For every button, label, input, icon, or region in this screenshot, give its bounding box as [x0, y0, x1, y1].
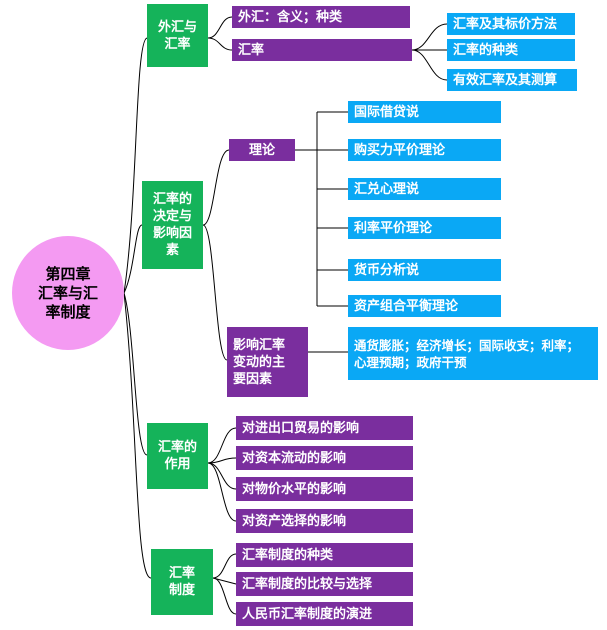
- node-rate-types: 汇率的种类: [447, 39, 575, 61]
- node-influencing-factors: 影响汇率 变动的主 要因素: [227, 327, 308, 397]
- node-rmb-regime-evolution: 人民币汇率制度的演进: [236, 602, 413, 626]
- node-regime-comparison: 汇率制度的比较与选择: [236, 572, 413, 596]
- node-forex-definition: 外汇：含义；种类: [232, 6, 410, 28]
- node-theory-psychological: 汇兑心理说: [348, 178, 501, 200]
- node-rate-quotation: 汇率及其标价方法: [447, 13, 575, 35]
- node-effect-price-level: 对物价水平的影响: [236, 477, 413, 501]
- branch-rate-effects: 汇率的 作用: [147, 423, 208, 489]
- node-effect-capital-flow: 对资本流动的影响: [236, 446, 413, 470]
- node-exchange-rate: 汇率: [232, 39, 412, 61]
- branch-rate-determination: 汇率的 决定与 影响因 素: [142, 181, 203, 269]
- node-factors-detail: 通货膨胀；经济增长；国际收支；利率； 心理预期；政府干预: [348, 327, 598, 380]
- node-effect-asset-choice: 对资产选择的影响: [236, 509, 413, 533]
- branch-rate-regime: 汇率 制度: [151, 549, 213, 615]
- node-effect-trade: 对进出口贸易的影响: [236, 416, 413, 440]
- branch-forex-and-rate: 外汇与 汇率: [147, 4, 208, 67]
- node-regime-types: 汇率制度的种类: [236, 543, 413, 567]
- node-theory: 理论: [229, 139, 295, 161]
- node-theory-ppp: 购买力平价理论: [348, 139, 501, 161]
- node-theory-international-lending: 国际借贷说: [348, 101, 501, 123]
- node-effective-rate: 有效汇率及其测算: [447, 69, 577, 91]
- node-theory-monetary: 货币分析说: [348, 259, 501, 281]
- node-theory-portfolio-balance: 资产组合平衡理论: [348, 295, 501, 317]
- root-node-chapter-title: 第四章 汇率与汇 率制度: [12, 236, 124, 350]
- node-theory-irp: 利率平价理论: [348, 217, 501, 239]
